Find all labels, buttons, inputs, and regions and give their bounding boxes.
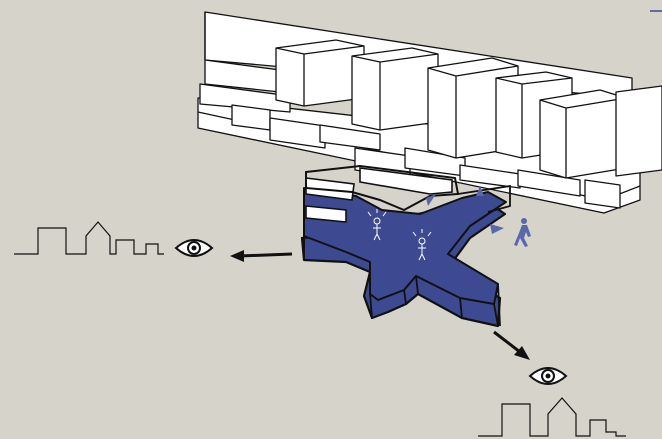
walking-person-icon xyxy=(514,218,531,247)
tower xyxy=(276,40,364,106)
arrow-icon xyxy=(494,332,530,360)
low-building xyxy=(232,105,270,130)
eye-icon xyxy=(176,240,212,256)
star-roof xyxy=(304,188,506,304)
tower xyxy=(540,90,626,178)
tower-partial xyxy=(616,86,662,176)
skyline-silhouette-icon xyxy=(14,222,164,254)
skyline-silhouette-icon xyxy=(478,398,626,436)
tower xyxy=(352,48,438,130)
arrow-icon xyxy=(230,250,292,262)
star-structure xyxy=(302,166,510,326)
low-building xyxy=(585,180,620,208)
eye-icon xyxy=(530,368,566,384)
